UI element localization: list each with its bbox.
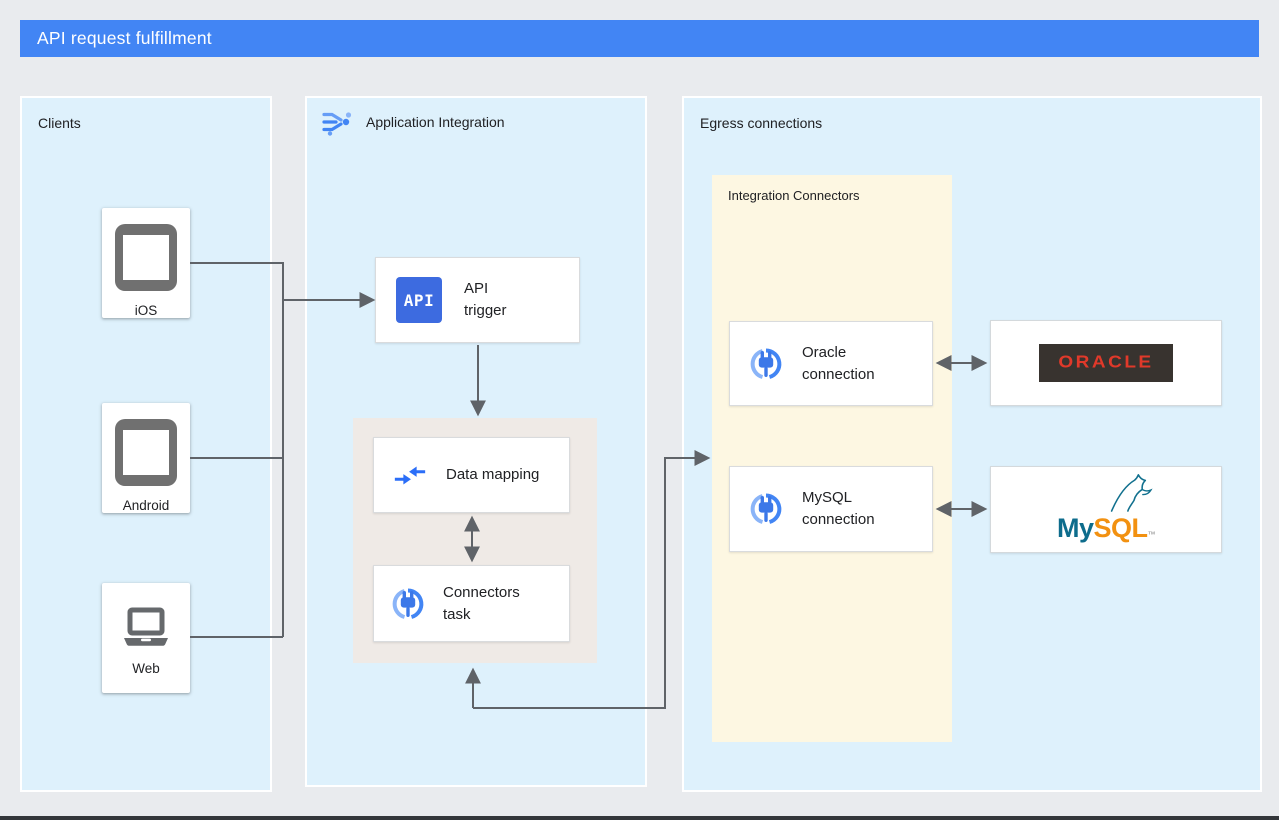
egress-connections-label: Egress connections [700, 115, 823, 131]
application-integration-label: Application Integration [366, 114, 505, 130]
mysql-dolphin-icon [1107, 473, 1155, 513]
connectors-icon [388, 584, 428, 624]
mysql-database-node: MySQL™ [990, 466, 1222, 553]
bottom-edge-bar [0, 816, 1279, 820]
title-bar: API request fulfillment [20, 20, 1259, 57]
data-mapping-icon [392, 463, 428, 488]
api-trigger-node: API API trigger [375, 257, 580, 343]
api-trigger-label: API trigger [464, 280, 507, 319]
client-label: Android [122, 498, 170, 513]
mysql-trademark: ™ [1147, 529, 1156, 539]
integration-connectors-label: Integration Connectors [728, 188, 860, 203]
connectors-icon [746, 489, 786, 529]
laptop-icon [120, 607, 172, 649]
mysql-connection-node: MySQL connection [729, 466, 933, 552]
mysql-logo-my: My [1056, 512, 1094, 543]
client-card-web: Web [102, 583, 190, 693]
application-integration-header: Application Integration [321, 107, 505, 137]
page-title: API request fulfillment [37, 28, 212, 48]
application-integration-icon [321, 107, 355, 137]
client-card-ios: iOS [102, 208, 190, 318]
api-icon: API [396, 277, 442, 323]
clients-panel-label: Clients [38, 115, 81, 131]
oracle-logo-text: ORACLE [1058, 352, 1154, 373]
oracle-logo: ORACLE [1039, 344, 1173, 382]
oracle-connection-node: Oracle connection [729, 321, 933, 406]
connectors-task-label: Connectors task [443, 583, 520, 623]
smartphone-icon [115, 224, 177, 291]
connectors-task-node: Connectors task [373, 565, 570, 642]
smartphone-icon [115, 419, 177, 486]
integration-connectors-panel: Integration Connectors [712, 175, 952, 742]
client-card-android: Android [102, 403, 190, 513]
mysql-logo-sql: SQL [1093, 512, 1149, 543]
data-mapping-label: Data mapping [446, 466, 540, 484]
client-label: Web [132, 661, 160, 676]
mysql-connection-label: MySQL connection [802, 489, 875, 528]
client-label: iOS [134, 303, 158, 318]
connectors-icon [746, 344, 786, 384]
mysql-logo: MySQL™ [1043, 473, 1169, 546]
mysql-logo-text: MySQL™ [1043, 513, 1169, 544]
data-mapping-node: Data mapping [373, 437, 570, 513]
oracle-database-node: ORACLE [990, 320, 1222, 406]
oracle-connection-label: Oracle connection [802, 343, 875, 383]
